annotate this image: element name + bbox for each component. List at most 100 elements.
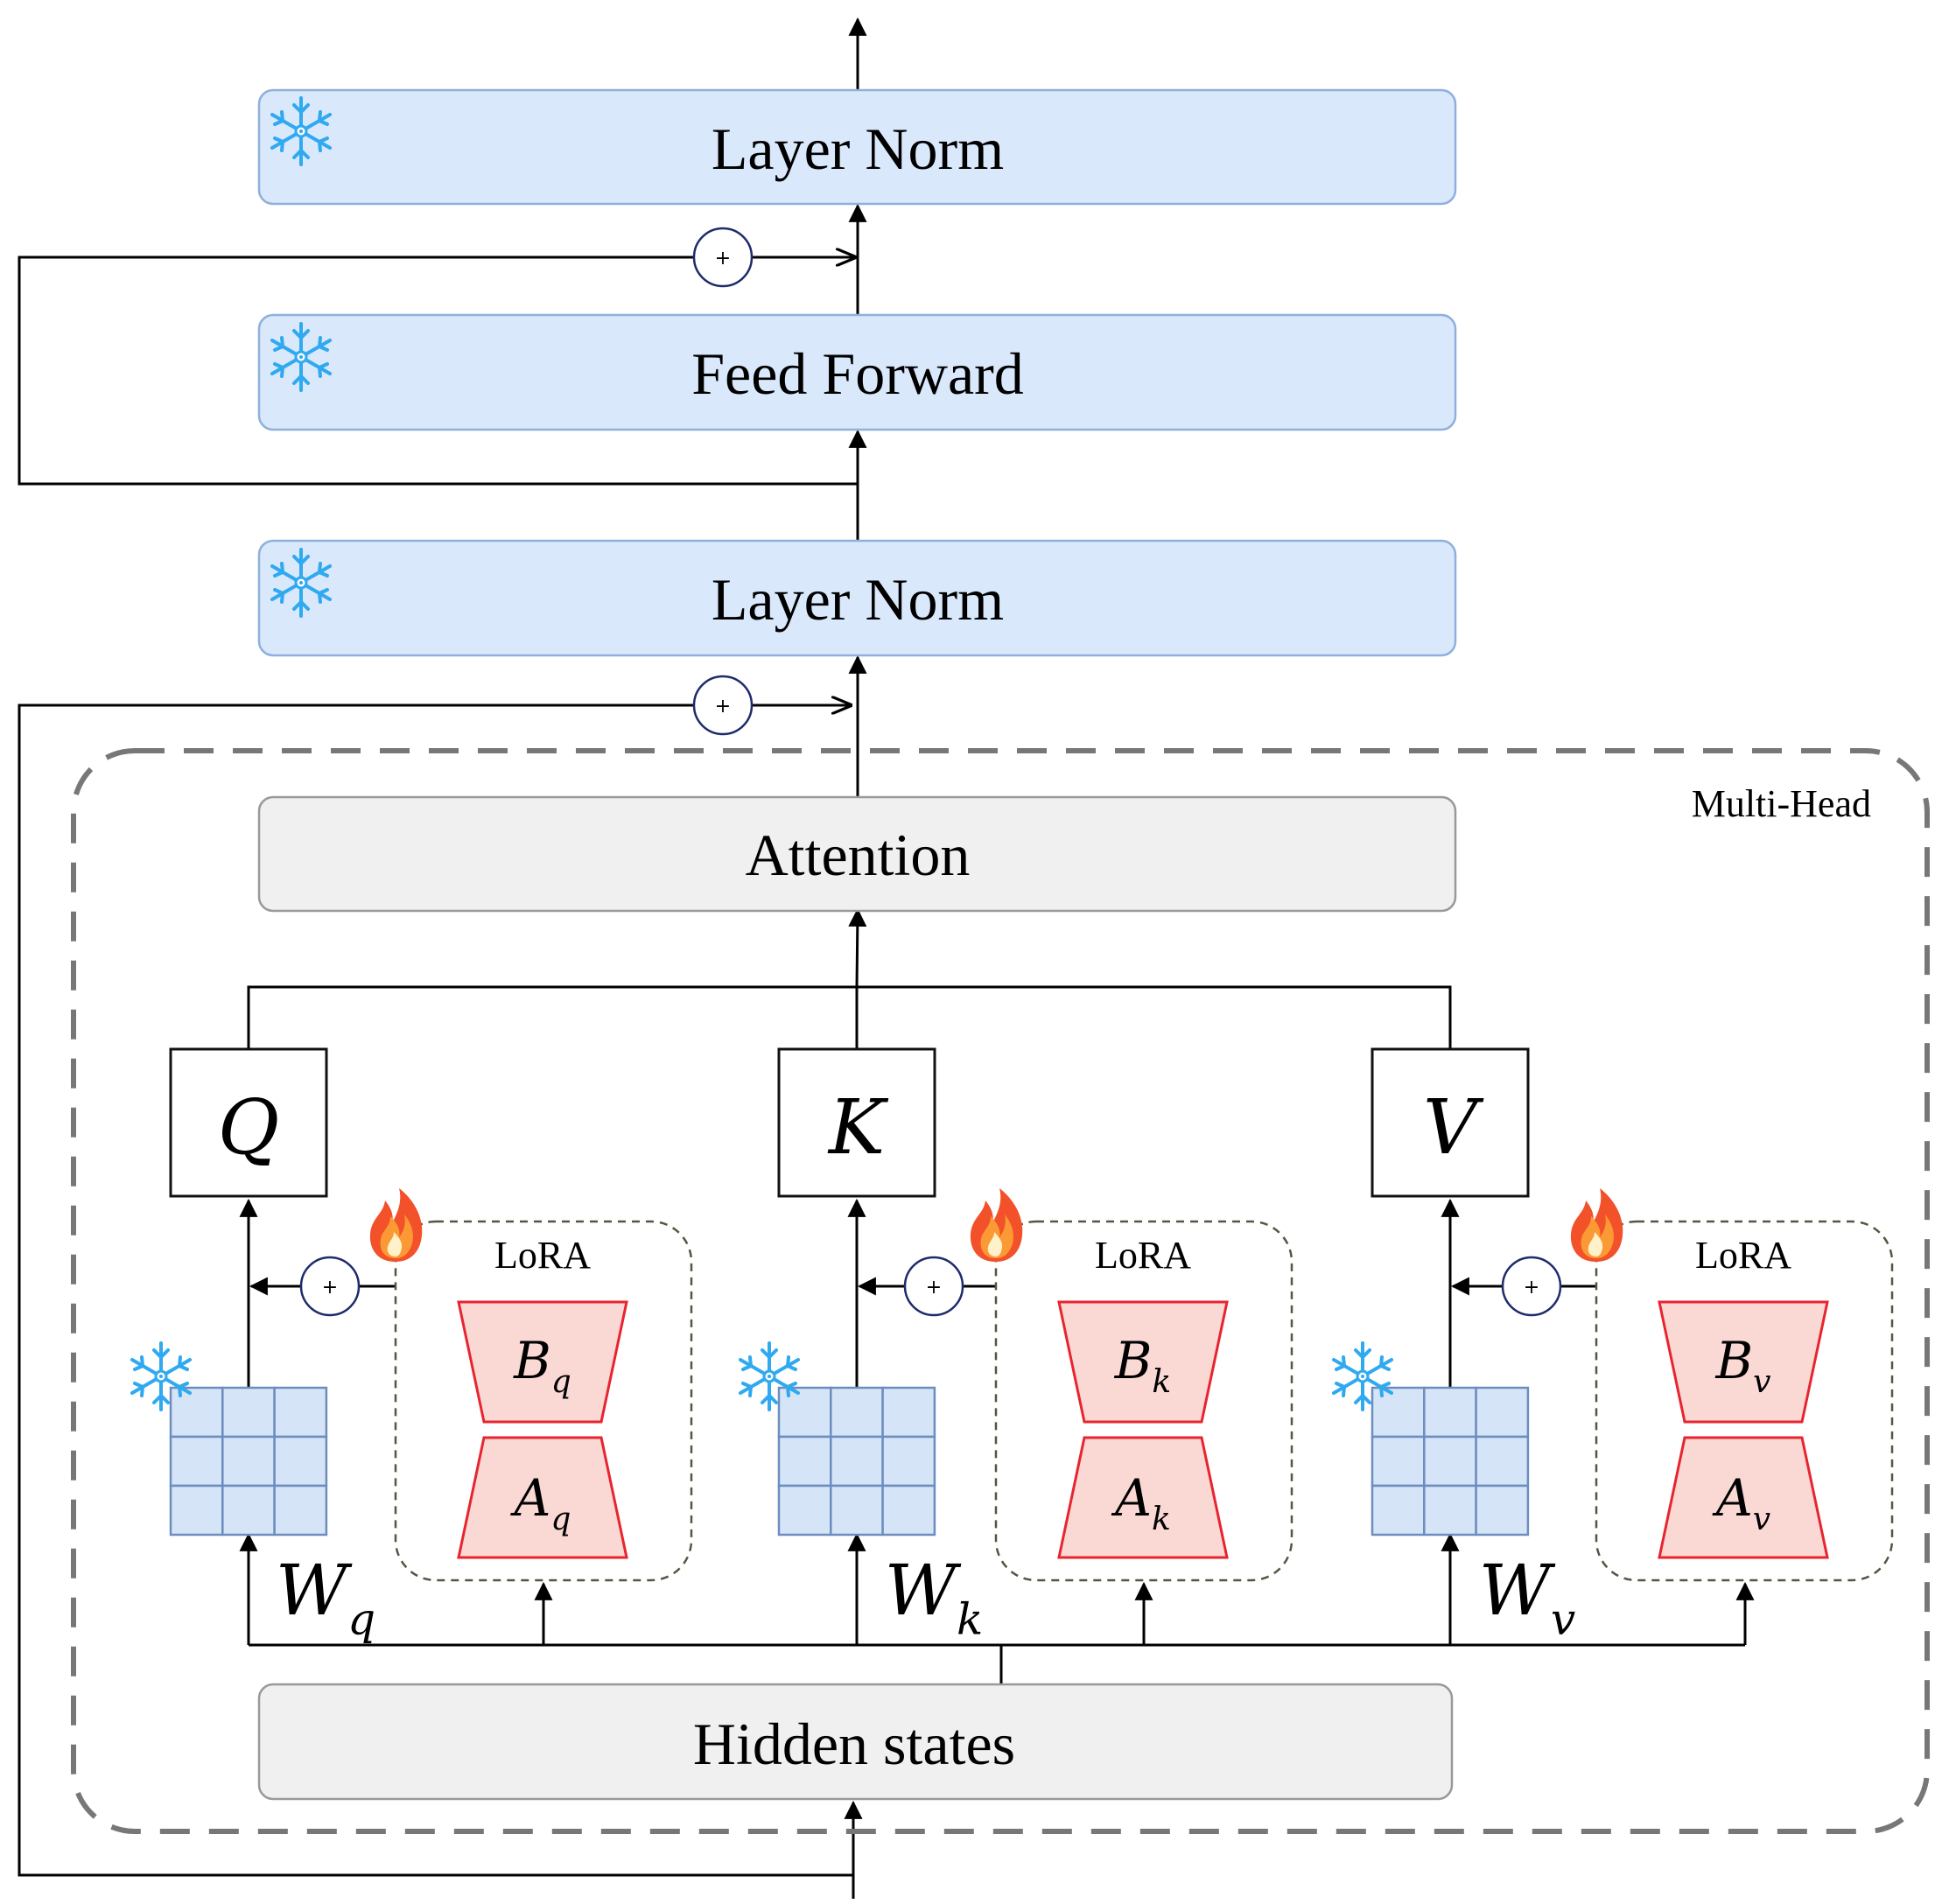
hidden-states-block: Hidden states (257, 1683, 1454, 1801)
matrix-cell (881, 1386, 936, 1438)
lora-a-label-v: Av (1712, 1468, 1770, 1537)
matrix-cell (881, 1484, 936, 1536)
matrix-cell (1475, 1435, 1530, 1488)
lora-matrix-b-k (1057, 1300, 1229, 1424)
weight-label-q-symbol: W (276, 1550, 353, 1631)
weight-label-v-symbol: W (1479, 1550, 1556, 1631)
v-box (1371, 1047, 1530, 1198)
plus-sign: + (926, 1277, 942, 1298)
q-symbol-label-symbol: Q (218, 1084, 280, 1172)
lora-label: LoRA (1695, 1234, 1791, 1277)
matrix-cell (221, 1386, 276, 1438)
lora-frame (994, 1220, 1293, 1582)
matrix-cell (273, 1484, 328, 1536)
lora-a-label-k-subscript: k (1152, 1502, 1171, 1537)
matrix-cell (169, 1386, 224, 1438)
lora-frame (1595, 1220, 1894, 1582)
multi-head-frame (71, 748, 1930, 1834)
layer-norm-bottom-block: Layer Norm (257, 539, 1457, 657)
matrix-cell (881, 1435, 936, 1488)
lora-b-label-v-subscript: v (1753, 1364, 1770, 1400)
lora-label: LoRA (1095, 1234, 1191, 1277)
lora-frame (394, 1220, 693, 1582)
lora-matrix-a-v (1658, 1436, 1829, 1559)
matrix-cell (1423, 1435, 1477, 1488)
plus-sign: + (715, 696, 731, 718)
lora-b-label-q: Bq (513, 1331, 571, 1400)
lora-a-label-v-symbol: A (1712, 1468, 1753, 1528)
flame-icon (369, 1188, 423, 1262)
lora-add-k: + (903, 1256, 964, 1317)
matrix-cell (1371, 1386, 1426, 1438)
plus-sign: + (715, 248, 731, 270)
lora-a-label-q-symbol: A (510, 1468, 551, 1528)
layer-norm-top-label: Layer Norm (712, 116, 1004, 182)
lora-matrix-b-q (457, 1300, 628, 1424)
multi-head-label: Multi-Head (1692, 782, 1871, 825)
v-symbol-label-symbol: V (1423, 1084, 1484, 1172)
attention-block: Attention (257, 795, 1457, 913)
k-symbol-label: K (827, 1084, 889, 1172)
k-box (777, 1047, 936, 1198)
lora-b-label-v: Bv (1715, 1331, 1771, 1400)
matrix-cell (1423, 1484, 1477, 1536)
lora-matrix-b-v (1658, 1300, 1829, 1424)
matrix-cell (830, 1386, 884, 1438)
q-box (169, 1047, 328, 1198)
weight-matrix-k (777, 1386, 936, 1536)
residual-add-bottom: + (692, 675, 754, 736)
layer-norm-bottom-label: Layer Norm (712, 566, 1004, 633)
lora-b-label-v-symbol: B (1715, 1331, 1754, 1390)
flame-icon (1570, 1188, 1623, 1262)
weight-label-k-symbol: W (885, 1550, 962, 1631)
weight-label-q-subscript: q (347, 1594, 375, 1645)
lora-a-label-k: Ak (1111, 1468, 1171, 1537)
matrix-cell (1475, 1386, 1530, 1438)
residual-add-top: + (692, 227, 754, 288)
feed-forward-label: Feed Forward (691, 340, 1024, 407)
matrix-cell (777, 1435, 832, 1488)
layer-norm-top-block: Layer Norm (257, 88, 1457, 206)
lora-b-label-k-subscript: k (1152, 1364, 1171, 1400)
lora-matrix-a-q (457, 1436, 628, 1559)
matrix-cell (273, 1386, 328, 1438)
matrix-cell (169, 1484, 224, 1536)
matrix-cell (1423, 1386, 1477, 1438)
lora-b-label-q-symbol: B (513, 1331, 551, 1390)
q-symbol-label: Q (218, 1084, 280, 1172)
lora-a-label-q-subscript: q (550, 1502, 571, 1537)
lora-add-v: + (1501, 1256, 1562, 1317)
lora-a-label-q: Aq (510, 1468, 571, 1537)
attention-label: Attention (746, 822, 971, 888)
matrix-cell (221, 1435, 276, 1488)
matrix-cell (777, 1386, 832, 1438)
lora-a-label-k-symbol: A (1111, 1468, 1152, 1528)
weight-label-v-subscript: v (1551, 1594, 1575, 1645)
matrix-cell (1475, 1484, 1530, 1536)
lora-add-q: + (299, 1256, 361, 1317)
flame-icon (970, 1188, 1023, 1262)
hidden-states-label: Hidden states (693, 1711, 1015, 1777)
weight-matrix-q (169, 1386, 328, 1536)
matrix-cell (169, 1435, 224, 1488)
plus-sign: + (322, 1277, 338, 1298)
matrix-cell (777, 1484, 832, 1536)
v-symbol-label: V (1423, 1084, 1484, 1172)
lora-b-label-k: Bk (1114, 1331, 1171, 1400)
lora-matrix-a-k (1057, 1436, 1229, 1559)
matrix-cell (830, 1435, 884, 1488)
weight-label-k-subscript: k (957, 1594, 983, 1645)
matrix-cell (221, 1484, 276, 1536)
lora-label: LoRA (494, 1234, 591, 1277)
plus-sign: + (1524, 1277, 1539, 1298)
weight-label-k: Wk (885, 1550, 984, 1645)
lora-a-label-v-subscript: v (1753, 1502, 1770, 1537)
matrix-cell (1371, 1484, 1426, 1536)
